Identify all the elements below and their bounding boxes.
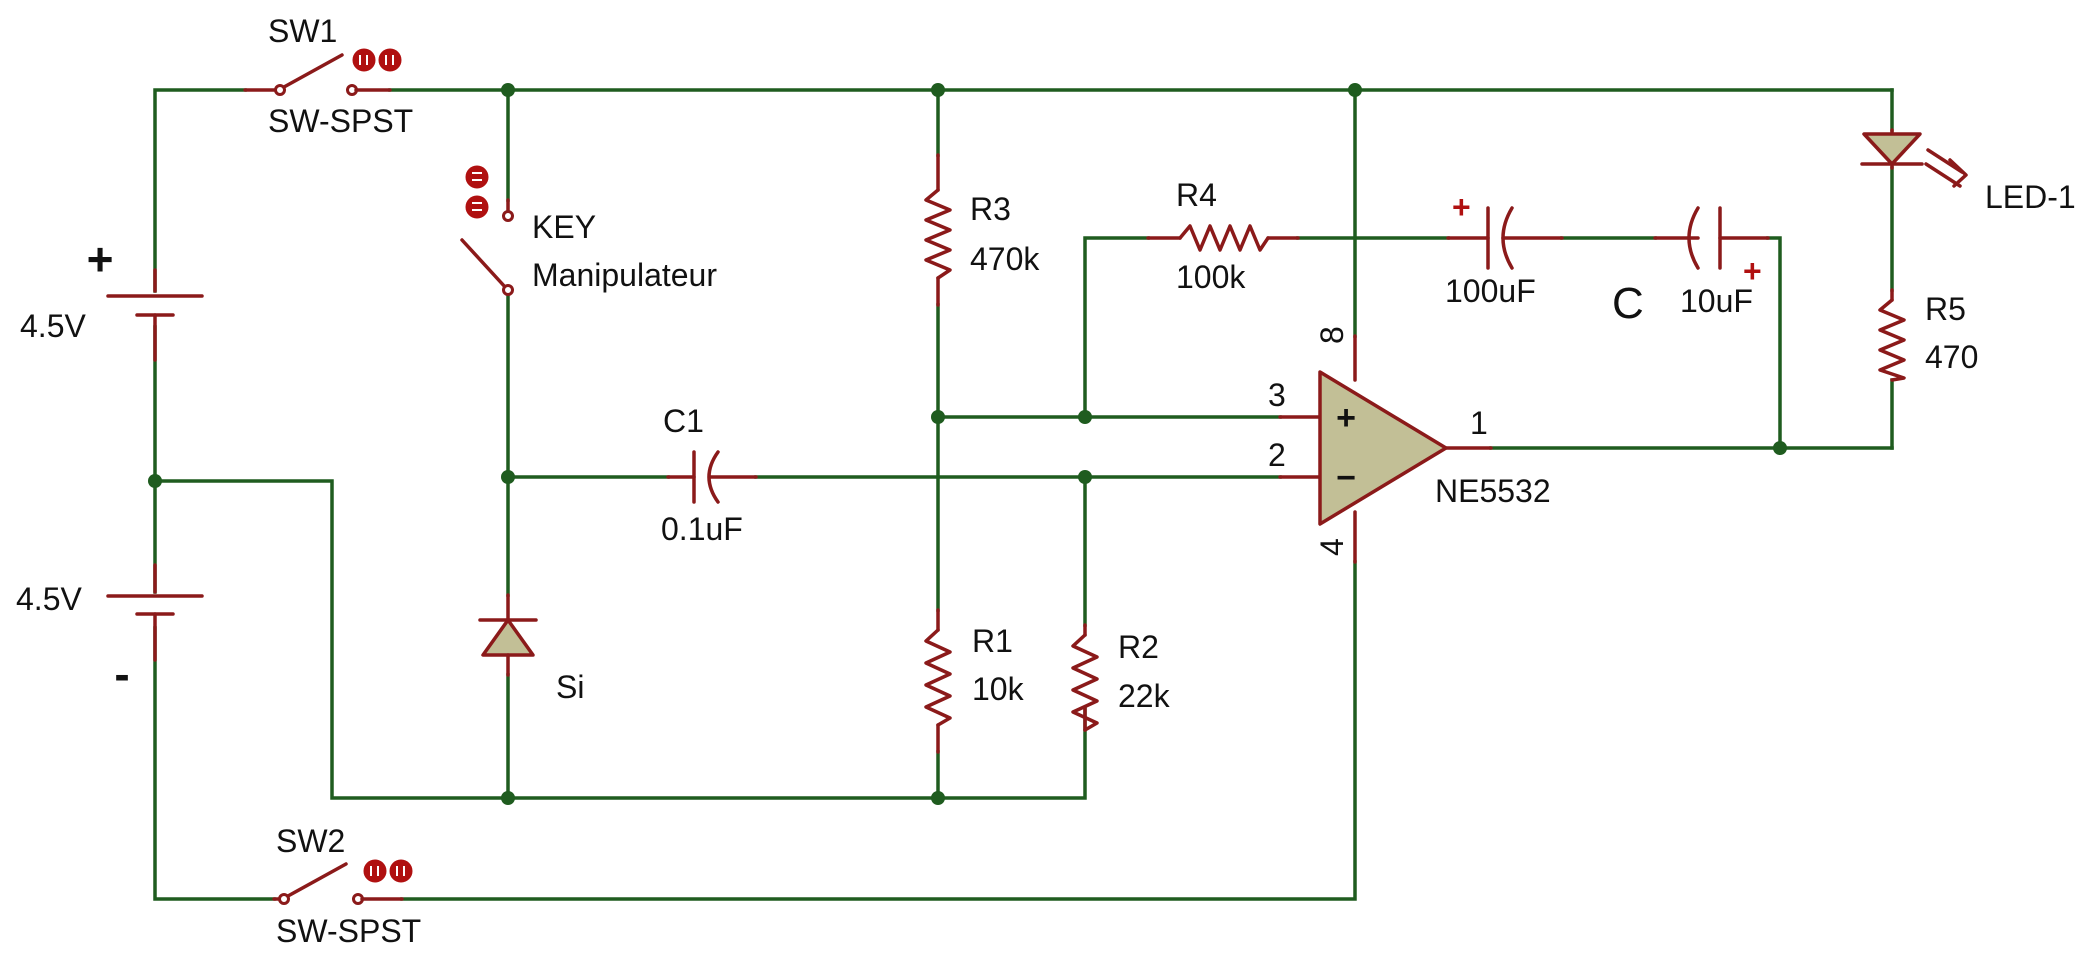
battery-top-voltage: 4.5V (20, 308, 86, 344)
c10-value-label: 10uF (1680, 283, 1753, 319)
key-switch[interactable]: KEY Manipulateur (460, 165, 717, 296)
state-indicator-icon (465, 195, 489, 219)
c10-polarity-mark: + (1743, 253, 1762, 289)
resistor-r1: R1 10k (924, 608, 1025, 754)
sw2-ref-label: SW2 (276, 823, 345, 859)
state-indicator-icon (363, 859, 387, 883)
pin-1-label: 1 (1470, 405, 1488, 441)
junction-dot (931, 83, 945, 97)
r1-ref-label: R1 (972, 623, 1013, 659)
r1-value-label: 10k (972, 671, 1025, 707)
resistor-r5: R5 470 (1878, 288, 1978, 382)
capacitor-group-label: C (1612, 279, 1644, 328)
led-1: LED-1 (1860, 128, 2076, 215)
pin-2-label: 2 (1268, 437, 1286, 473)
r5-ref-label: R5 (1925, 291, 1966, 327)
sw1-ref-label: SW1 (268, 13, 337, 49)
diode-value-label: Si (556, 669, 584, 705)
r2-ref-label: R2 (1118, 629, 1159, 665)
junction-dot (1773, 441, 1787, 455)
state-indicator-icon (352, 48, 376, 72)
junction-dot (501, 791, 515, 805)
r4-ref-label: R4 (1176, 177, 1217, 213)
wires (153, 88, 1894, 901)
resistor-r2: R2 22k (1071, 623, 1171, 732)
key-value-label: Manipulateur (532, 257, 717, 293)
state-indicator-icon (378, 48, 402, 72)
diode-si: Si (478, 593, 584, 705)
sw1-type-label: SW-SPST (268, 103, 413, 139)
opamp-ne5532: + − 3 2 1 8 4 NE5532 (1268, 326, 1551, 564)
led-ref-label: LED-1 (1985, 179, 2076, 215)
opamp-plus-sign: + (1336, 399, 1356, 437)
capacitor-10uf: + 10uF (1653, 206, 1770, 319)
switch-sw1[interactable]: SW1 SW-SPST (243, 13, 413, 139)
c100-polarity-mark: + (1452, 189, 1471, 225)
r2-value-label: 22k (1118, 678, 1171, 714)
r3-ref-label: R3 (970, 191, 1011, 227)
state-indicator-icon (389, 859, 413, 883)
junction-dot (1078, 470, 1092, 484)
resistor-r3: R3 470k (924, 153, 1040, 307)
opamp-ref-label: NE5532 (1435, 473, 1551, 509)
r4-value-label: 100k (1176, 259, 1246, 295)
resistor-r4: R4 100k (1146, 177, 1300, 295)
junction-dot (931, 791, 945, 805)
battery-plus-sign: + (87, 233, 114, 285)
battery-minus-sign: - (114, 648, 129, 700)
c1-value-label: 0.1uF (661, 511, 743, 547)
capacitor-100uf: + 100uF (1445, 189, 1564, 309)
battery-bottom: - 4.5V (16, 563, 204, 700)
light-emission-icon (1924, 148, 1968, 188)
junction-dot (1078, 410, 1092, 424)
state-indicator-icon (465, 165, 489, 189)
battery-top: + 4.5V (20, 233, 204, 362)
sw2-type-label: SW-SPST (276, 913, 421, 949)
pin-4-label: 4 (1314, 538, 1350, 556)
key-ref-label: KEY (532, 209, 596, 245)
pin-8-label: 8 (1314, 326, 1350, 344)
opamp-minus-sign: − (1336, 459, 1356, 497)
c100-value-label: 100uF (1445, 273, 1536, 309)
junctions (148, 83, 1787, 805)
capacitor-c1: C1 0.1uF (661, 403, 758, 547)
pin-3-label: 3 (1268, 377, 1286, 413)
r3-value-label: 470k (970, 241, 1040, 277)
junction-dot (931, 410, 945, 424)
junction-dot (501, 83, 515, 97)
battery-bottom-voltage: 4.5V (16, 581, 82, 617)
junction-dot (1348, 83, 1362, 97)
r5-value-label: 470 (1925, 339, 1978, 375)
switch-sw2[interactable]: SW2 SW-SPST (272, 823, 421, 949)
c1-ref-label: C1 (663, 403, 704, 439)
junction-dot (501, 470, 515, 484)
junction-dot (148, 474, 162, 488)
